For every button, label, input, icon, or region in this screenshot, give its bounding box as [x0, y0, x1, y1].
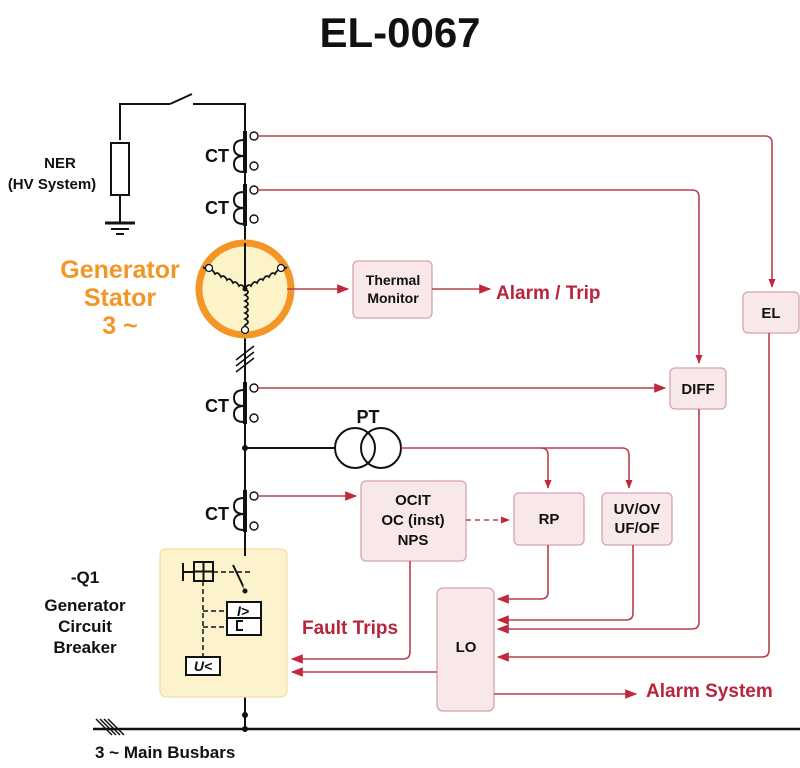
ct-3-icon — [232, 382, 259, 424]
ct-4-icon — [232, 490, 259, 532]
generator-stator-icon — [195, 239, 295, 339]
alarm-trip-label: Alarm / Trip — [496, 283, 601, 304]
ct-2-icon — [232, 184, 259, 226]
el-relay-box[interactable]: EL — [742, 291, 800, 334]
ocit-label-3: NPS — [398, 532, 429, 549]
ocit-label-1: OCIT — [395, 492, 431, 509]
diff-relay-box[interactable]: DIFF — [669, 367, 727, 410]
lockout-relay-box[interactable]: LO — [436, 587, 495, 712]
ner-resistor — [110, 142, 130, 222]
rp-label: RP — [539, 511, 560, 528]
q1-label-3: Breaker — [53, 638, 117, 657]
ct-2-label: CT — [205, 198, 229, 218]
ground-icon — [105, 221, 135, 235]
el-label: EL — [761, 305, 780, 322]
generator-label-1: Generator — [60, 256, 180, 284]
circuit-breaker-panel — [159, 548, 288, 698]
ner-label: NER — [44, 155, 76, 172]
ner-sublabel: (HV System) — [8, 176, 96, 193]
q1-label-2: Circuit — [58, 617, 112, 636]
ct-4-label: CT — [205, 504, 229, 524]
uvov-label-2: UF/OF — [615, 520, 660, 537]
ocit-label-2: OC (inst) — [381, 512, 444, 529]
ct-3-label: CT — [205, 396, 229, 416]
q1-label-1: Generator — [44, 596, 126, 615]
thermal-label-1: Thermal — [366, 272, 420, 288]
pt-label: PT — [356, 407, 379, 427]
q1-id-label: -Q1 — [71, 568, 99, 587]
lo-label: LO — [456, 639, 477, 656]
alarm-system-label: Alarm System — [646, 681, 773, 702]
thermal-monitor-box[interactable]: Thermal Monitor — [352, 260, 433, 319]
main-busbar — [93, 715, 800, 736]
fault-trips-label: Fault Trips — [302, 618, 398, 639]
generator-label-2: Stator — [84, 284, 157, 312]
three-phase-marker-icon — [235, 345, 255, 373]
thermal-label-2: Monitor — [367, 290, 419, 306]
uvov-relay-box[interactable]: UV/OV UF/OF — [601, 492, 673, 546]
signal-lines — [258, 135, 776, 699]
overcurrent-symbol: I> — [237, 603, 249, 619]
diagram-title: EL-0067 — [319, 9, 480, 56]
undervoltage-symbol: U< — [194, 658, 212, 674]
pt-transformer-icon — [245, 427, 402, 469]
uvov-label-1: UV/OV — [614, 501, 661, 518]
rp-relay-box[interactable]: RP — [513, 492, 585, 546]
ct-1-label: CT — [205, 146, 229, 166]
busbars-label: 3 ~ Main Busbars — [95, 743, 235, 762]
generator-label-3: 3 ~ — [102, 312, 137, 340]
diff-label: DIFF — [681, 381, 714, 398]
ocit-relay-box[interactable]: OCIT OC (inst) NPS — [360, 480, 467, 562]
ct-1-icon — [232, 131, 259, 173]
circuit-breaker-icon — [182, 545, 262, 676]
